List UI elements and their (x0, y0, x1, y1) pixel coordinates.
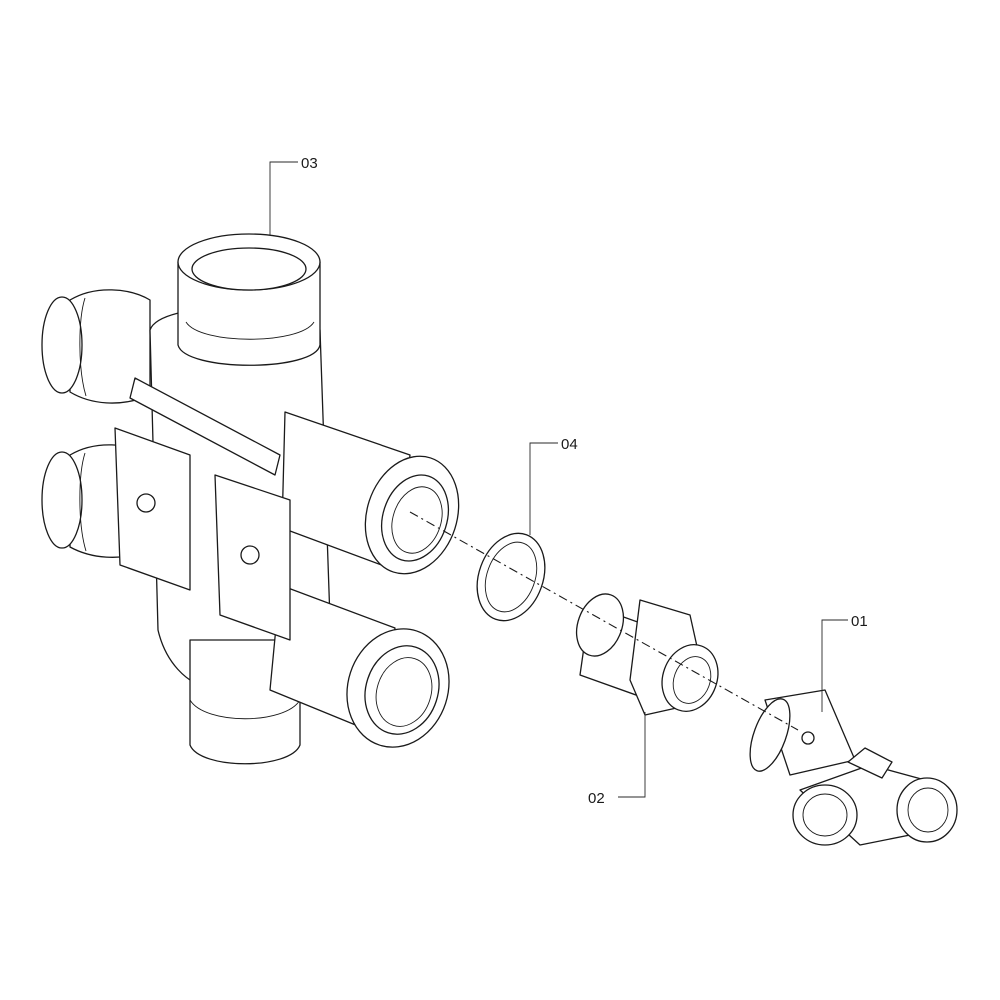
callout-01: 01 (851, 613, 868, 630)
threaded-adapter-part-02 (575, 593, 719, 716)
callout-03: 03 (301, 155, 318, 172)
callout-04: 04 (561, 436, 578, 453)
leader-line-01 (821, 619, 848, 712)
tee-valve-part-01 (749, 689, 958, 846)
callout-02: 02 (588, 790, 605, 807)
gasket-ring-part-04 (476, 532, 546, 622)
manifold-body-part-03 (41, 233, 460, 765)
leader-line-02 (618, 712, 646, 798)
leader-line-04 (529, 442, 558, 535)
assembly-axis-line (409, 511, 799, 731)
leader-line-03 (269, 161, 298, 235)
